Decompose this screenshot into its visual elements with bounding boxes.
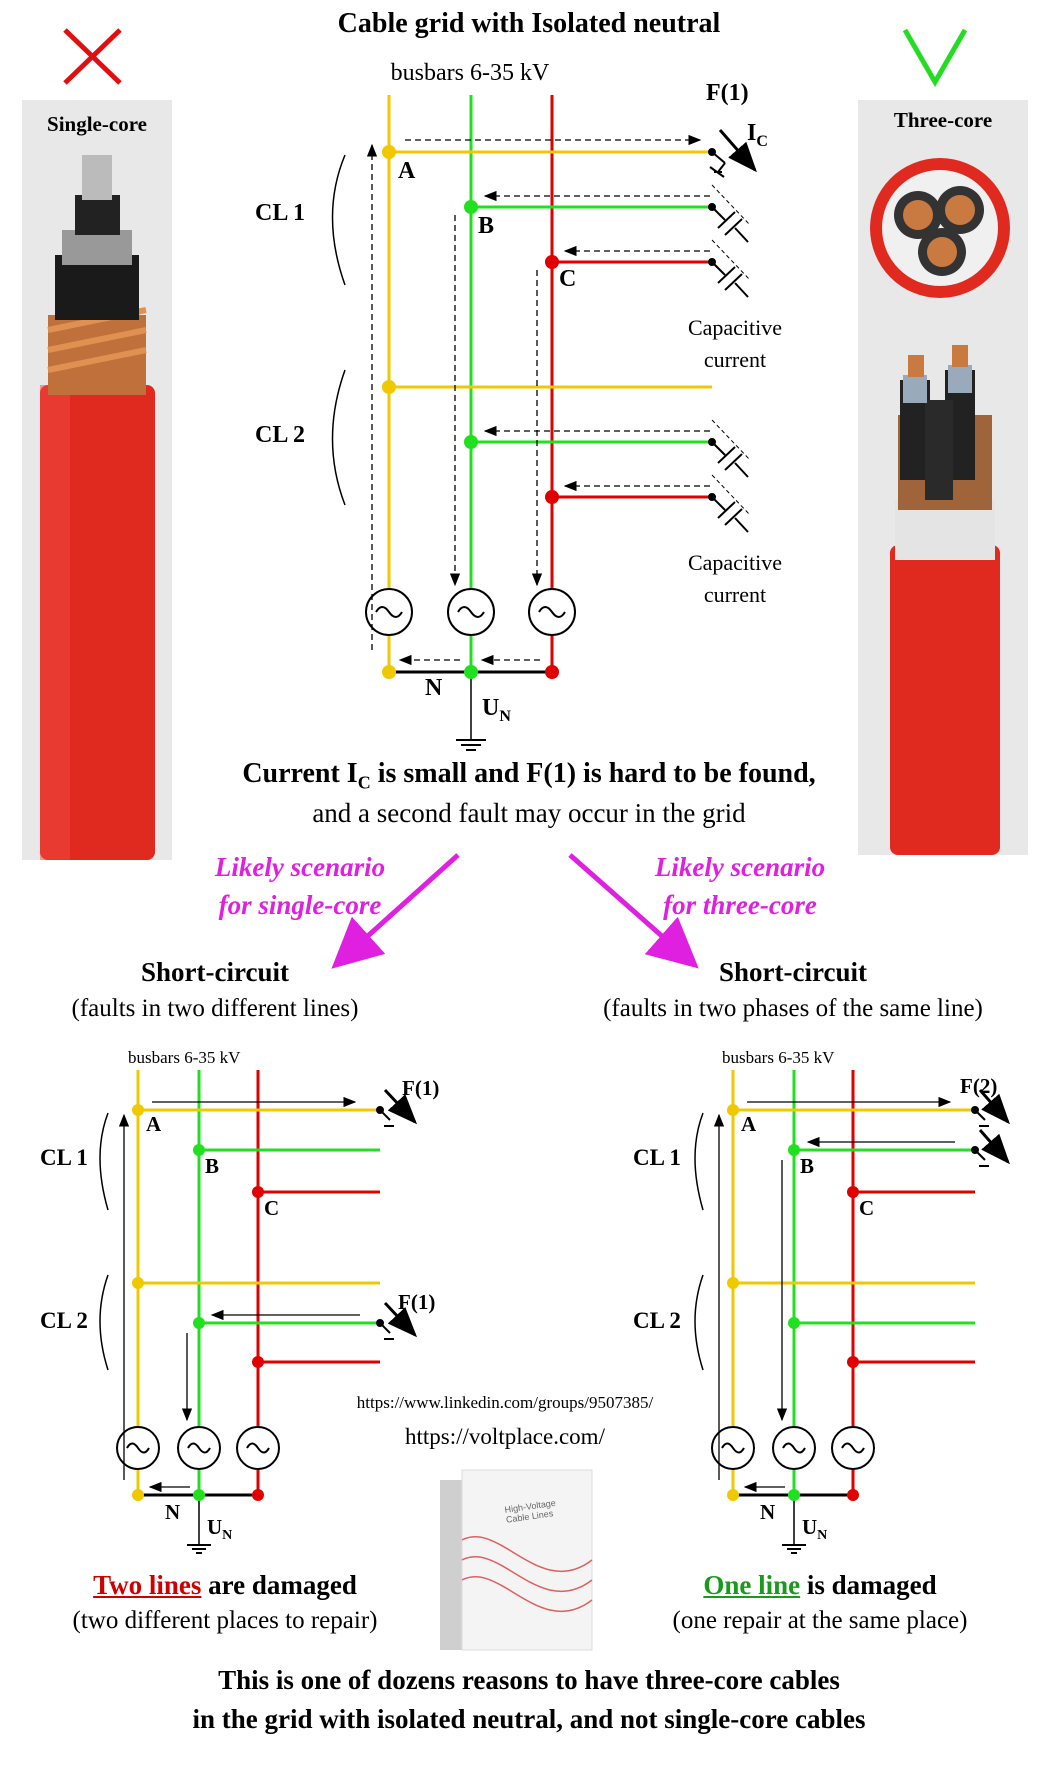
un-label-left: UN xyxy=(207,1515,233,1544)
single-core-label: Single-core xyxy=(47,112,147,136)
bottom-left-circuit xyxy=(99,1070,418,1554)
current-statement-line1: Current IC is small and F(1) is hard to … xyxy=(242,758,816,793)
node-a-right: A xyxy=(741,1112,757,1136)
un-label-right: UN xyxy=(802,1515,828,1544)
right-result: One line is damaged xyxy=(703,1570,937,1600)
cross-icon xyxy=(63,28,122,85)
short-circuit-right-title: Short-circuit xyxy=(719,957,867,987)
short-circuit-right-sub: (faults in two phases of the same line) xyxy=(603,995,983,1022)
node-a-left: A xyxy=(146,1112,162,1136)
left-result: Two lines are damaged xyxy=(93,1570,357,1600)
three-core-cable-photo xyxy=(858,100,1028,855)
fault-label-right: F(2) xyxy=(960,1074,998,1098)
left-result-sub: (two different places to repair) xyxy=(72,1607,378,1634)
voltplace-url[interactable]: https://voltplace.com/ xyxy=(405,1424,605,1449)
fault-label-top: F(1) xyxy=(706,80,749,106)
bottom-right-circuit xyxy=(694,1070,1010,1554)
conclusion-line2: in the grid with isolated neutral, and n… xyxy=(192,1704,866,1734)
neutral-n-right: N xyxy=(760,1500,776,1524)
un-label-top: UN xyxy=(482,695,511,725)
linkedin-url[interactable]: https://www.linkedin.com/groups/9507385/ xyxy=(356,1393,654,1412)
node-c-right: C xyxy=(859,1196,875,1220)
node-b-right: B xyxy=(800,1154,815,1178)
busbars-label-right: busbars 6-35 kV xyxy=(722,1048,835,1067)
node-b-top: B xyxy=(478,213,495,239)
conclusion-line1: This is one of dozens reasons to have th… xyxy=(218,1665,840,1695)
short-circuit-left-sub: (faults in two different lines) xyxy=(71,995,359,1022)
node-a-top: A xyxy=(398,158,416,184)
book-cover-image xyxy=(440,1469,593,1651)
neutral-n-top: N xyxy=(425,675,443,701)
node-c-top: C xyxy=(559,266,577,292)
top-circuit xyxy=(331,95,757,751)
page-title: Cable grid with Isolated neutral xyxy=(337,8,721,39)
single-core-cable-photo xyxy=(22,100,172,860)
node-b-left: B xyxy=(205,1154,220,1178)
fault-label-left-2: F(1) xyxy=(398,1290,436,1314)
cl1-label-right: CL 1 xyxy=(633,1145,681,1170)
busbars-label-top: busbars 6-35 kV xyxy=(390,60,550,86)
short-circuit-left-title: Short-circuit xyxy=(141,957,289,987)
neutral-n-left: N xyxy=(165,1500,181,1524)
busbars-label-left: busbars 6-35 kV xyxy=(128,1048,241,1067)
check-icon xyxy=(902,28,968,88)
cl2-label-left: CL 2 xyxy=(40,1308,88,1333)
ic-label: IC xyxy=(747,120,768,150)
cl1-label-left: CL 1 xyxy=(40,1145,88,1170)
cl1-label-top: CL 1 xyxy=(255,200,306,226)
cl2-label-right: CL 2 xyxy=(633,1308,681,1333)
current-statement-line2: and a second fault may occur in the grid xyxy=(312,798,746,828)
three-core-label: Three-core xyxy=(893,108,993,132)
arrow-to-single-core xyxy=(331,853,460,969)
node-c-left: C xyxy=(264,1196,280,1220)
cl2-label-top: CL 2 xyxy=(255,422,306,448)
arrow-to-three-core xyxy=(568,853,699,969)
right-result-sub: (one repair at the same place) xyxy=(672,1607,968,1634)
fault-label-left-1: F(1) xyxy=(402,1076,440,1100)
